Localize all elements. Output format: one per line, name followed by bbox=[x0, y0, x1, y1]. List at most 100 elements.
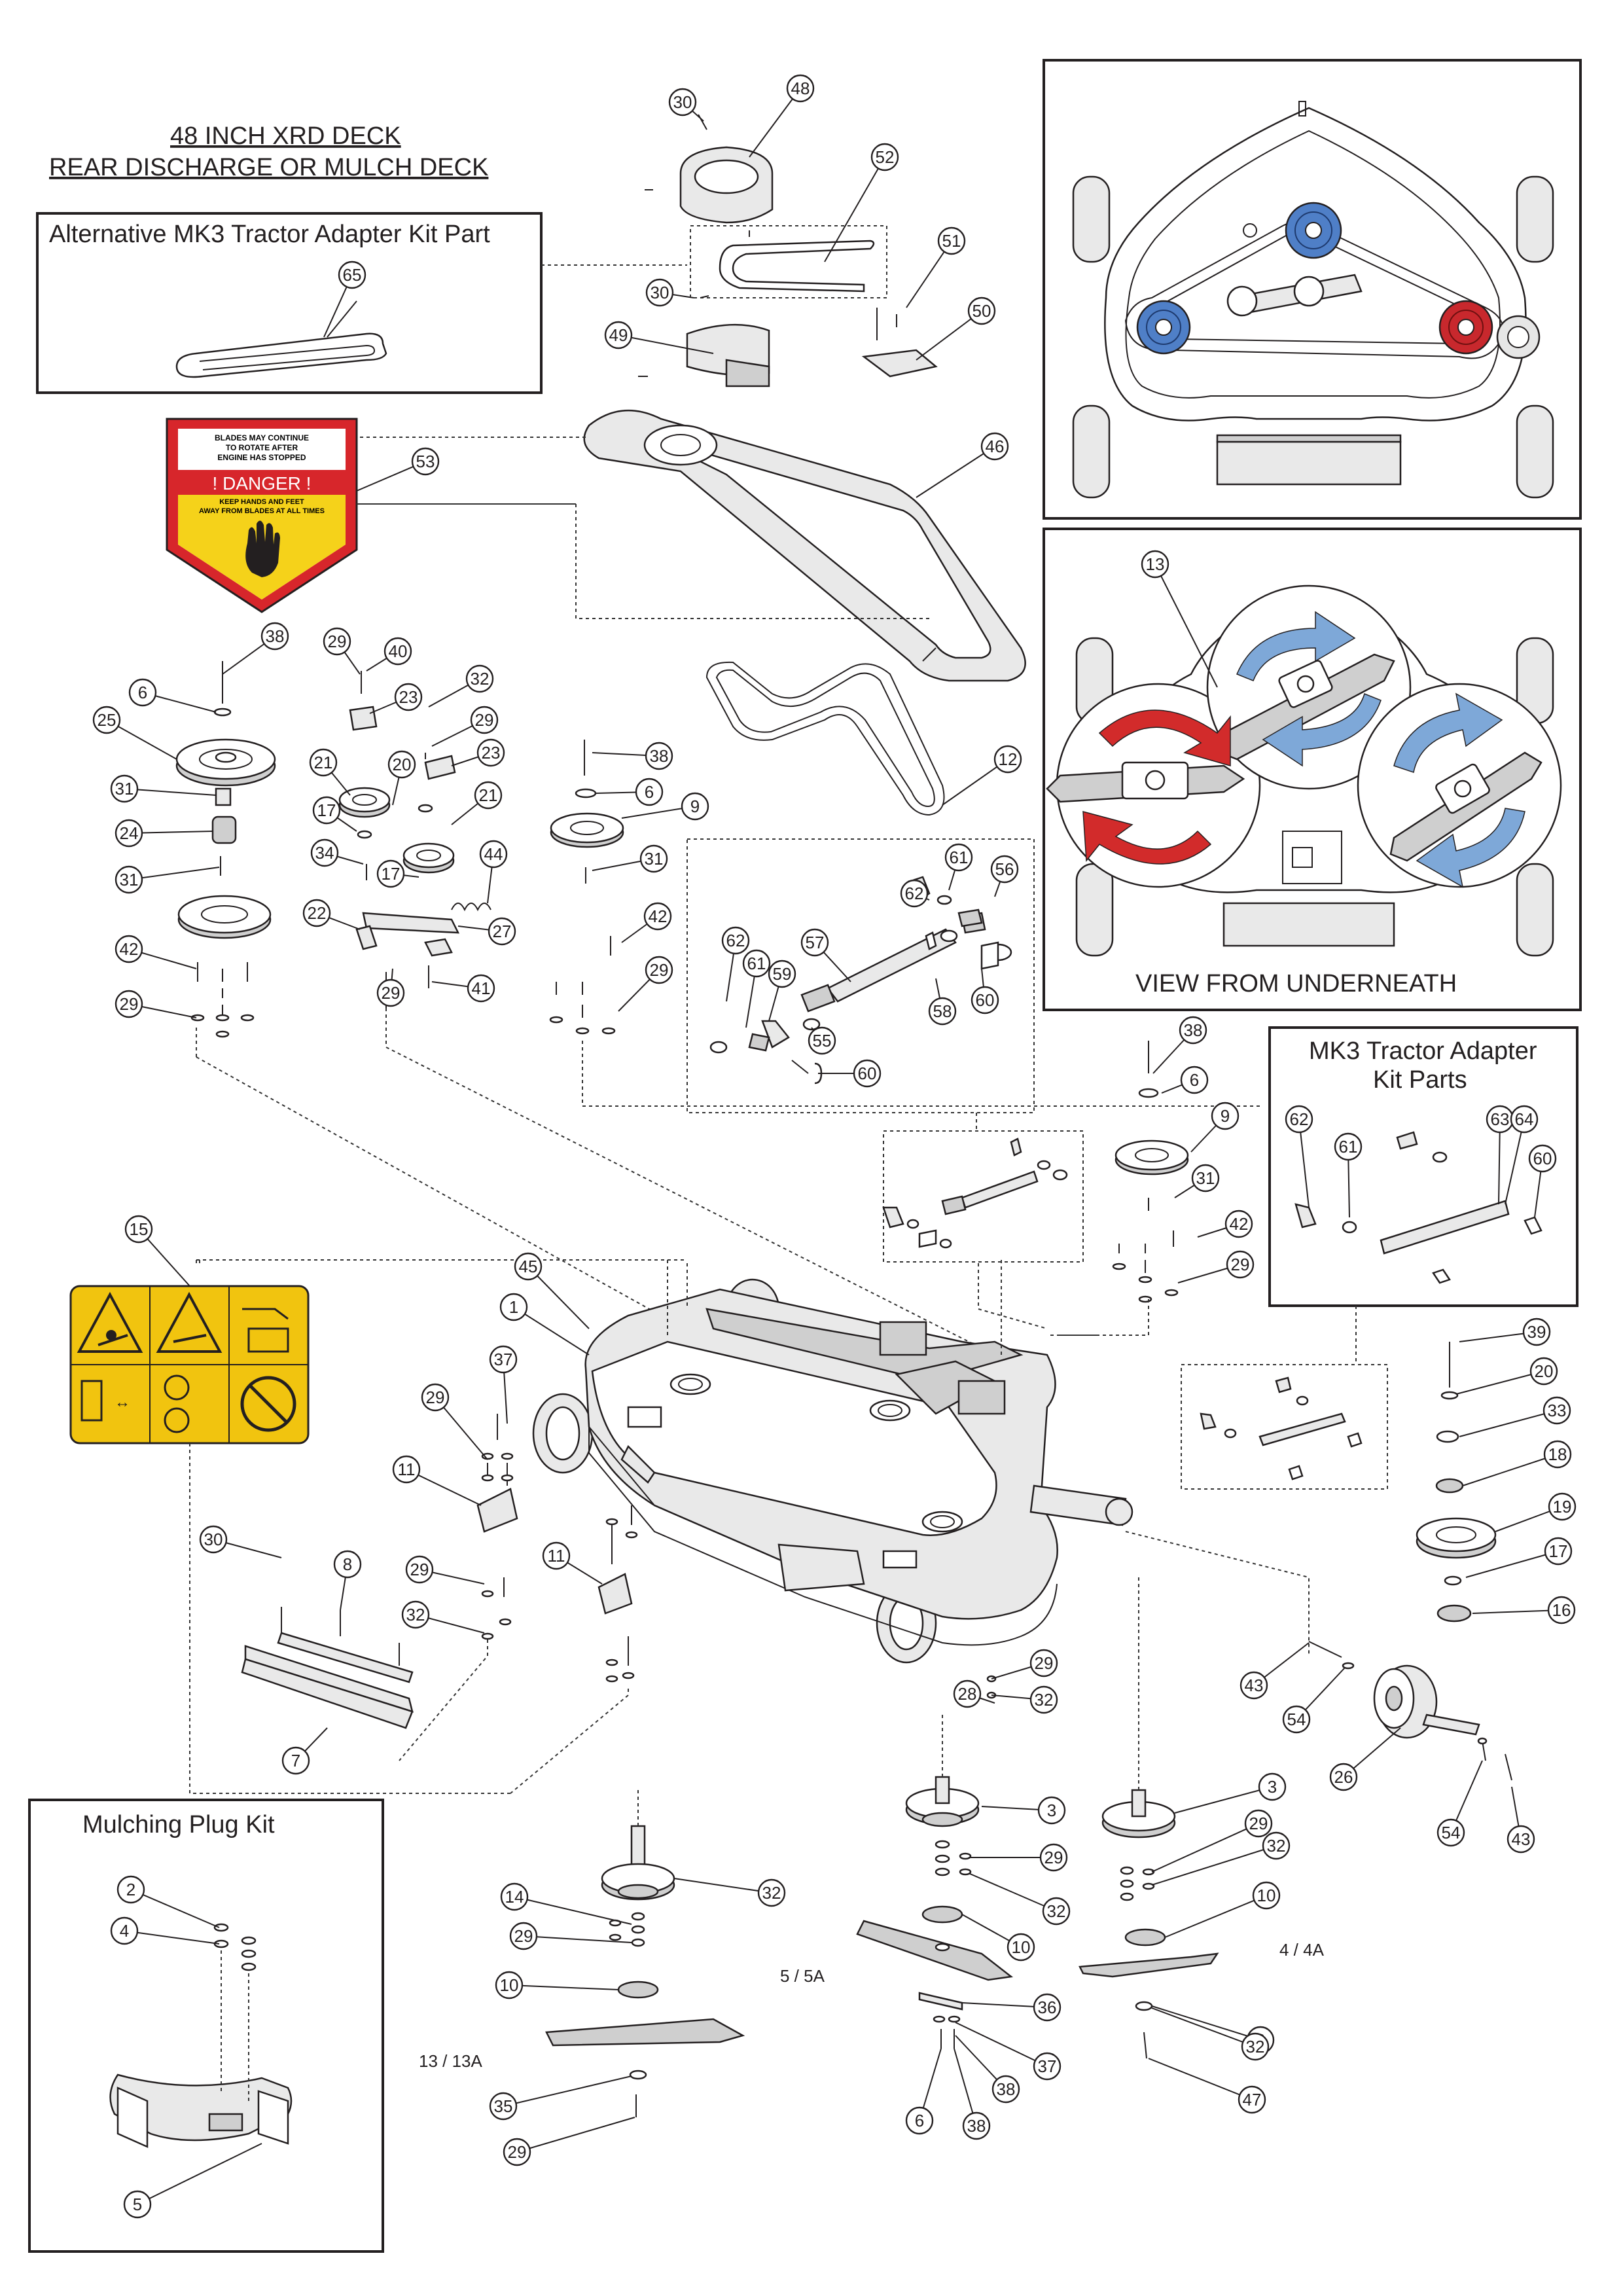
callout-circle bbox=[387, 750, 416, 779]
callout-number: 22 bbox=[308, 903, 327, 923]
callout-number: 49 bbox=[609, 325, 628, 345]
callout-number: 32 bbox=[762, 1883, 781, 1903]
callout-number: 35 bbox=[494, 2096, 513, 2116]
callout-number: 10 bbox=[500, 1975, 519, 1995]
callout-circle bbox=[310, 838, 339, 867]
bracket-left bbox=[476, 1414, 518, 1640]
callout-leader bbox=[1465, 1551, 1559, 1578]
callout-circle bbox=[1244, 1809, 1273, 1838]
callout-number: 44 bbox=[484, 844, 503, 864]
callout-circle bbox=[1329, 1763, 1358, 1791]
callout-number: 42 bbox=[120, 939, 139, 959]
callout-circle bbox=[937, 226, 966, 255]
callout-leader bbox=[503, 2075, 632, 2107]
callout-number: 11 bbox=[548, 1546, 565, 1566]
callout-circle bbox=[1507, 1825, 1535, 1854]
callout-circle bbox=[542, 1541, 571, 1570]
callout-leader bbox=[128, 867, 220, 880]
callout-circle bbox=[645, 742, 673, 770]
callout-number: 29 bbox=[426, 1388, 445, 1407]
callout-number: 51 bbox=[942, 231, 961, 251]
adapter-kit-small bbox=[1181, 1364, 1388, 1490]
callout-circle bbox=[116, 1875, 145, 1904]
callout-circle bbox=[967, 296, 996, 325]
callout-leader bbox=[961, 2002, 1048, 2008]
callout-leader bbox=[1174, 1786, 1273, 1814]
callout-number: 32 bbox=[1267, 1836, 1286, 1856]
callout-circle bbox=[1282, 1705, 1311, 1734]
callout-number: 32 bbox=[406, 1605, 425, 1624]
callout-number: 37 bbox=[494, 1350, 513, 1369]
callout-circle bbox=[1033, 1993, 1061, 2022]
callout-circle bbox=[808, 1026, 836, 1055]
callout-circle bbox=[1543, 1440, 1572, 1469]
callout-circle bbox=[488, 917, 516, 946]
callout-number: 6 bbox=[1190, 1070, 1199, 1090]
callout-number: 32 bbox=[1246, 2037, 1265, 2056]
callout-circle bbox=[905, 2106, 934, 2135]
callout-circle bbox=[757, 1878, 786, 1907]
hand-icon bbox=[245, 520, 280, 577]
callout-number: 8 bbox=[343, 1554, 352, 1574]
callout-number: 23 bbox=[482, 743, 501, 762]
callout-number: 29 bbox=[410, 1560, 429, 1579]
callout-leader bbox=[128, 831, 213, 834]
callout-circle bbox=[499, 1293, 528, 1321]
callout-number: 28 bbox=[958, 1684, 977, 1704]
callout-circle bbox=[1224, 1210, 1253, 1238]
callout-circle bbox=[128, 678, 157, 707]
bracket-middle bbox=[597, 1505, 638, 1683]
callout-circle bbox=[1522, 1318, 1551, 1346]
callout-circle bbox=[338, 260, 366, 289]
callout-circle bbox=[470, 706, 499, 734]
callout-leader bbox=[618, 334, 714, 354]
alternative-kit-title: Alternative MK3 Tractor Adapter Kit Part bbox=[49, 221, 490, 248]
callout-circle bbox=[115, 865, 143, 894]
callout-number: 54 bbox=[1442, 1823, 1461, 1842]
callout-leader bbox=[124, 788, 217, 796]
callout-circle bbox=[645, 956, 673, 984]
callout-number: 32 bbox=[1047, 1901, 1066, 1921]
callout-circle bbox=[668, 88, 697, 117]
callout-number: 29 bbox=[120, 994, 139, 1014]
callout-leader bbox=[516, 2117, 635, 2153]
callout-number: 32 bbox=[471, 669, 490, 689]
pulley-9-stack-middle bbox=[549, 740, 624, 1035]
callout-circle bbox=[1240, 1671, 1268, 1700]
mower-deck bbox=[532, 1278, 1133, 1664]
callout-circle bbox=[1226, 1250, 1255, 1279]
blade-label-13: 13 / 13A bbox=[419, 2051, 483, 2071]
callout-leader bbox=[1164, 1895, 1267, 1938]
danger-line-5: AWAY FROM BLADES AT ALL TIMES bbox=[199, 507, 325, 515]
callout-number: 48 bbox=[791, 79, 810, 98]
callout-circle bbox=[1258, 1772, 1287, 1801]
callout-leader bbox=[968, 1873, 1057, 1912]
callout-circle bbox=[309, 748, 338, 777]
callout-circle bbox=[312, 796, 341, 825]
callout-number: 33 bbox=[1548, 1401, 1567, 1420]
callout-leader bbox=[527, 1266, 590, 1329]
callout-number: 38 bbox=[266, 626, 285, 646]
callout-circle bbox=[110, 774, 139, 803]
title-line-2: REAR DISCHARGE OR MULCH DECK bbox=[49, 154, 488, 181]
callout-leader bbox=[1455, 1371, 1544, 1395]
callout-leader bbox=[523, 1935, 632, 1943]
callout-circle bbox=[411, 447, 440, 476]
danger-heading: ! DANGER ! bbox=[213, 473, 312, 493]
callout-number: 7 bbox=[291, 1751, 300, 1770]
callout-number: 61 bbox=[950, 848, 969, 867]
callout-circle bbox=[474, 781, 503, 810]
callout-number: 20 bbox=[393, 755, 412, 774]
spindle-left bbox=[545, 1825, 745, 2117]
callout-circle bbox=[495, 1971, 524, 2000]
left-pulley-stack bbox=[175, 661, 276, 1038]
callout-number: 60 bbox=[1533, 1149, 1552, 1168]
callout-number: 6 bbox=[645, 782, 654, 802]
spindle-center bbox=[856, 1675, 1014, 2049]
callout-number: 41 bbox=[472, 978, 491, 998]
callout-number: 57 bbox=[806, 933, 825, 952]
callout-leader bbox=[955, 2022, 1048, 2067]
callout-number: 11 bbox=[398, 1460, 416, 1479]
callout-circle bbox=[1180, 1066, 1209, 1094]
